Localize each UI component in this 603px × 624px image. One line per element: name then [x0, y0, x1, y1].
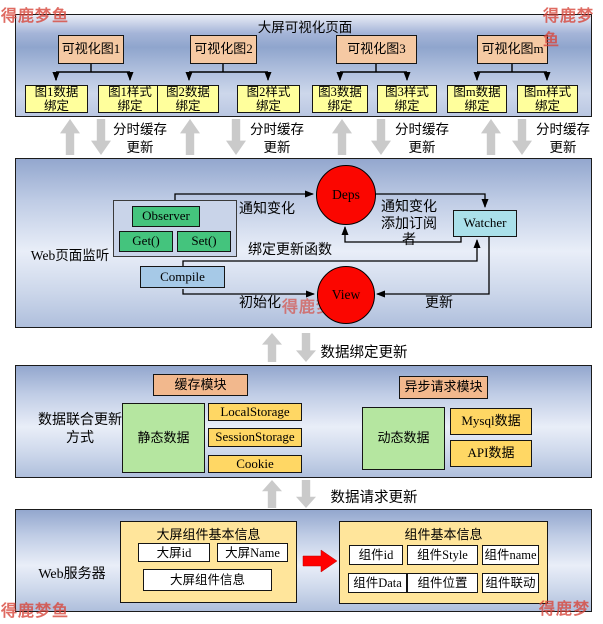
compile-box: Compile: [140, 266, 225, 288]
component-id-box: 组件id: [349, 545, 403, 565]
component-linkage-box: 组件联动: [482, 573, 539, 593]
component-name-box: 组件name: [482, 545, 539, 565]
watermark-top-left: 得鹿梦鱼: [1, 6, 70, 25]
async-module-box: 异步请求模块: [399, 376, 488, 399]
component-style-box: 组件Style: [407, 545, 478, 565]
chart-box-3: 可视化图3: [336, 35, 417, 64]
component-info-title: 组件基本信息: [404, 527, 483, 542]
sessionstorage-box: SessionStorage: [208, 428, 302, 447]
gap1-label-2: 分时缓存 更新: [250, 122, 304, 155]
up-arrow-icon: [332, 119, 352, 155]
binding-box-chart2-style: 图2样式 绑定: [237, 85, 300, 113]
panel3-side-label: 数据联合更新 方式: [38, 413, 122, 447]
view-circle: View: [317, 266, 375, 324]
label-update: 更新: [425, 296, 453, 311]
screen-component-info-box: 大屏组件信息: [143, 569, 272, 591]
label-bind-update-fn: 绑定更新函数: [248, 243, 332, 258]
mysql-data-box: Mysql数据: [450, 408, 532, 435]
panel4-side-label: Web服务器: [38, 567, 106, 582]
static-data-box: 静态数据: [122, 403, 205, 473]
gap3-label: 数据请求更新: [330, 490, 418, 506]
observer-box: Observer: [132, 206, 200, 227]
binding-box-chart1-data: 图1数据 绑定: [25, 85, 88, 113]
down-arrow-icon: [512, 119, 532, 155]
watermark-top-right: 得鹿梦鱼: [543, 6, 595, 49]
up-arrow-icon: [481, 119, 501, 155]
gap1-label-3: 分时缓存 更新: [395, 122, 449, 155]
binding-box-chart2-data: 图2数据 绑定: [157, 85, 219, 113]
chart-box-1: 可视化图1: [58, 35, 124, 64]
cookie-box: Cookie: [208, 455, 302, 473]
down-arrow-icon: [226, 119, 246, 155]
panel2-side-label: Web页面监听: [30, 248, 110, 263]
binding-box-chartm-style: 图m样式 绑定: [517, 85, 578, 113]
gap1-label-1: 分时缓存 更新: [113, 122, 167, 155]
deps-circle: Deps: [316, 165, 376, 225]
watermark-bottom-right: 得鹿梦鱼: [539, 599, 591, 624]
gap2-label: 数据绑定更新: [320, 345, 408, 361]
up-arrow-icon: [262, 333, 282, 362]
binding-box-chart3-style: 图3样式 绑定: [377, 85, 437, 113]
panel1-title: 大屏可视化页面: [257, 20, 353, 35]
watermark-bottom-left: 得鹿梦鱼: [1, 601, 70, 620]
api-data-box: API数据: [450, 440, 532, 467]
down-arrow-icon: [296, 333, 316, 362]
watcher-box: Watcher: [453, 210, 517, 237]
screen-id-box: 大屏id: [138, 543, 210, 562]
binding-box-chart1-style: 图1样式 绑定: [98, 85, 162, 113]
localstorage-box: LocalStorage: [208, 403, 302, 421]
binding-box-chart3-data: 图3数据 绑定: [312, 85, 368, 113]
dynamic-data-box: 动态数据: [362, 407, 445, 470]
label-notify-subscribe: 通知变化 添加订阅 者: [381, 200, 437, 249]
screen-info-title: 大屏组件基本信息: [156, 527, 261, 542]
get-box: Get(): [119, 231, 173, 252]
label-init: 初始化: [239, 296, 281, 311]
cache-module-box: 缓存模块: [153, 374, 248, 396]
component-data-box: 组件Data: [348, 573, 407, 593]
chart-box-2: 可视化图2: [190, 35, 257, 64]
component-position-box: 组件位置: [407, 573, 478, 593]
screen-name-box: 大屏Name: [217, 543, 288, 562]
label-notify-change: 通知变化: [239, 202, 295, 217]
chart-box-m: 可视化图m: [477, 35, 548, 64]
up-arrow-icon: [180, 119, 200, 155]
set-box: Set(): [177, 231, 231, 252]
down-arrow-icon: [91, 119, 111, 155]
down-arrow-icon: [371, 119, 391, 155]
down-arrow-icon: [296, 480, 316, 508]
up-arrow-icon: [262, 480, 282, 508]
binding-box-chartm-data: 图m数据 绑定: [447, 85, 507, 113]
up-arrow-icon: [60, 119, 80, 155]
gap1-label-4: 分时缓存 更新: [536, 122, 590, 155]
